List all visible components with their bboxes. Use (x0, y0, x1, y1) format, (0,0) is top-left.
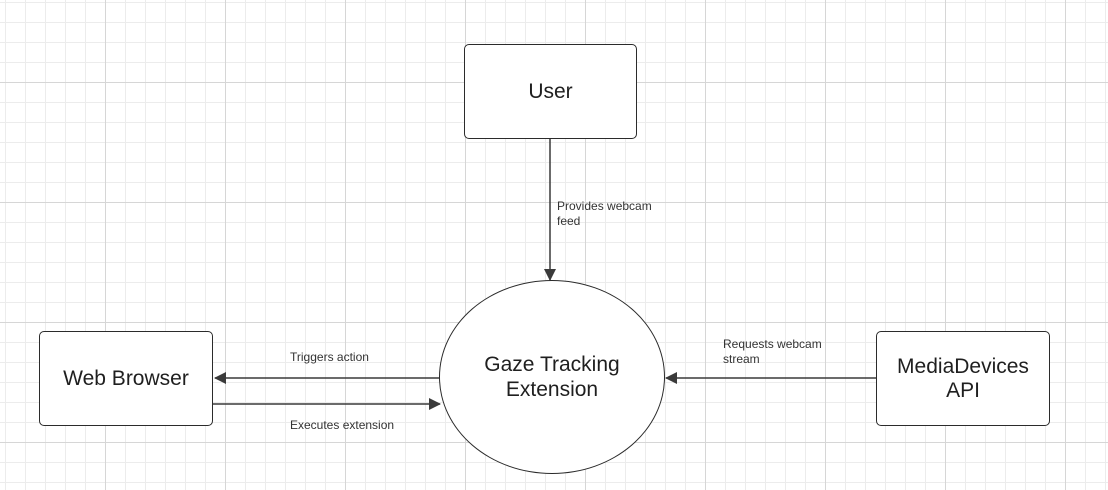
node-web-browser[interactable]: Web Browser (39, 331, 213, 426)
edge-label-provides-webcam-feed: Provides webcam feed (557, 199, 652, 228)
edge-label-triggers-action: Triggers action (290, 350, 369, 364)
node-gaze-extension[interactable]: Gaze Tracking Extension (439, 280, 665, 474)
node-mediadevices-api-label: MediaDevices API (897, 354, 1029, 402)
edge-label-requests-webcam-stream: Requests webcam stream (723, 337, 822, 366)
node-user-label: User (528, 79, 573, 103)
node-mediadevices-api[interactable]: MediaDevices API (876, 331, 1050, 426)
edge-label-executes-extension: Executes extension (290, 418, 395, 432)
node-user[interactable]: User (464, 44, 637, 139)
node-web-browser-label: Web Browser (63, 366, 189, 390)
node-gaze-extension-label: Gaze Tracking Extension (484, 353, 620, 401)
